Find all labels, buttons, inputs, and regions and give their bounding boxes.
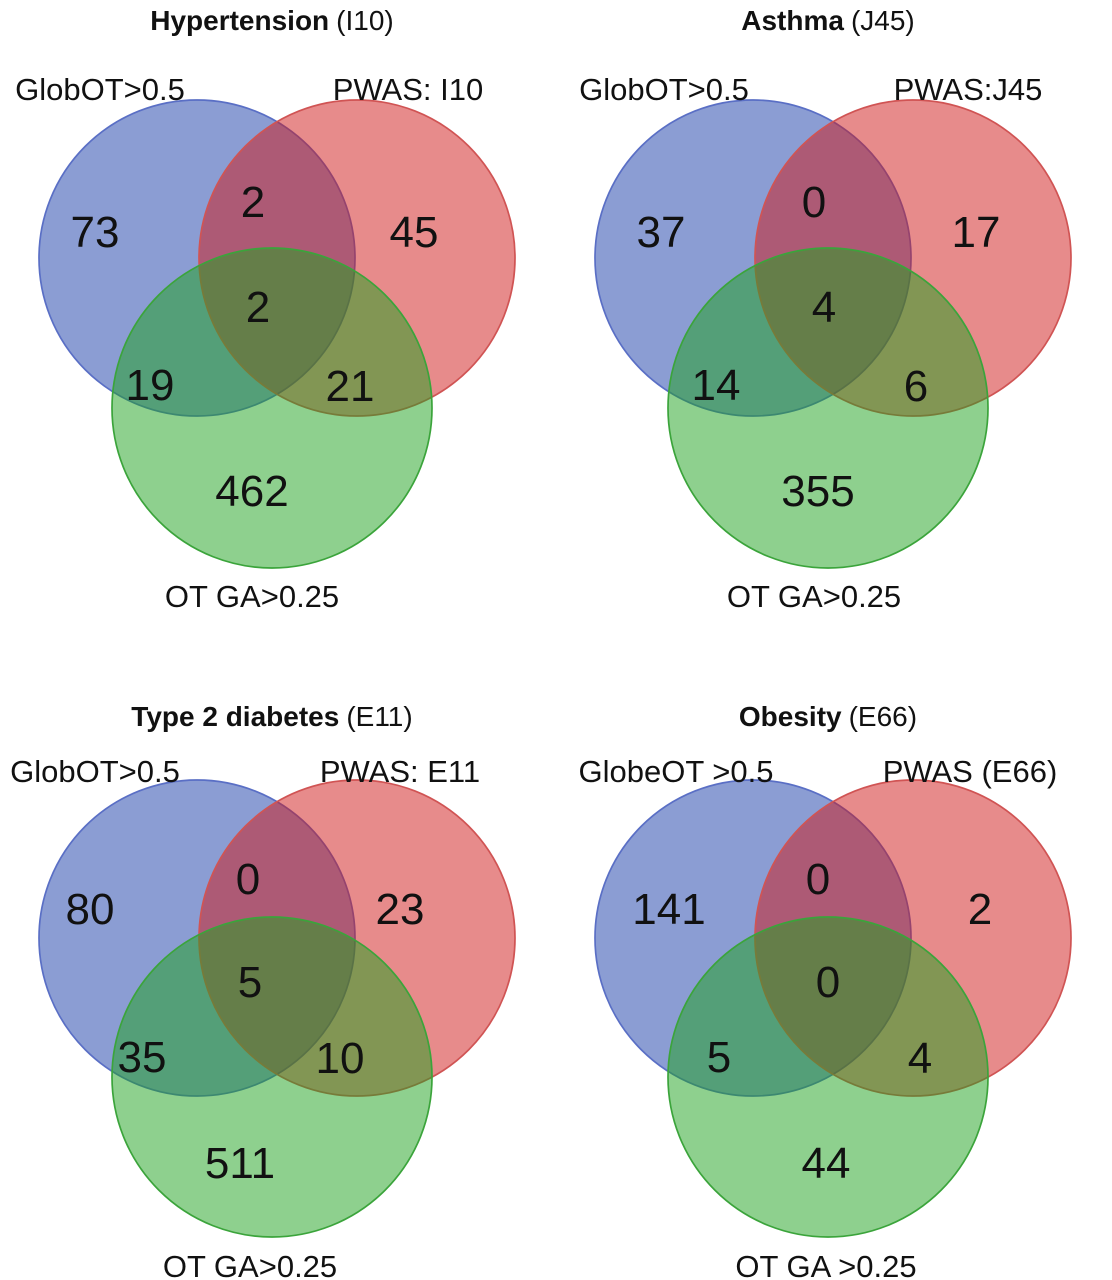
set-label-globot: GlobOT>0.5 xyxy=(15,72,185,107)
count-blue-red: 0 xyxy=(802,178,826,227)
venn-type2-diabetes-svg: Type 2 diabetes(E11) GlobOT>0.5 PWAS: E1… xyxy=(10,701,516,1280)
venn-hypertension: Hypertension(I10) GlobOT>0.5 PWAS: I10 O… xyxy=(0,0,556,640)
set-circle-otga xyxy=(667,916,989,1238)
venn-type2-diabetes: Type 2 diabetes(E11) GlobOT>0.5 PWAS: E1… xyxy=(0,680,556,1280)
count-blue-red: 0 xyxy=(236,855,260,904)
set-label-globot: GlobeOT >0.5 xyxy=(578,754,773,789)
set-circle-otga xyxy=(667,247,989,569)
count-red-green: 10 xyxy=(316,1034,365,1083)
count-green-only: 355 xyxy=(781,467,854,516)
count-green-only: 462 xyxy=(215,467,288,516)
set-label-otga: OT GA>0.25 xyxy=(165,579,339,614)
count-blue-green: 19 xyxy=(126,361,175,410)
chart-title-disease: Hypertension xyxy=(150,5,329,36)
set-label-pwas: PWAS (E66) xyxy=(883,754,1058,789)
venn-obesity-svg: Obesity(E66) GlobeOT >0.5 PWAS (E66) OT … xyxy=(578,701,1072,1280)
set-label-otga: OT GA>0.25 xyxy=(163,1249,337,1280)
venn-obesity: Obesity(E66) GlobeOT >0.5 PWAS (E66) OT … xyxy=(556,680,1112,1280)
count-center: 2 xyxy=(246,283,270,332)
set-label-globot: GlobOT>0.5 xyxy=(10,754,180,789)
count-center: 0 xyxy=(816,958,840,1007)
chart-title-code: (J45) xyxy=(851,5,915,36)
chart-title-disease: Asthma xyxy=(741,5,844,36)
count-blue-green: 5 xyxy=(707,1033,731,1082)
chart-title-code: (E11) xyxy=(346,701,412,732)
set-label-pwas: PWAS: I10 xyxy=(333,72,483,107)
set-label-globot: GlobOT>0.5 xyxy=(579,72,749,107)
count-red-only: 17 xyxy=(952,208,1001,257)
chart-title: Hypertension(I10) xyxy=(150,5,394,36)
chart-title-code: (E66) xyxy=(849,701,917,732)
count-green-only: 44 xyxy=(802,1139,851,1188)
chart-title-disease: Obesity xyxy=(739,701,842,732)
count-red-only: 45 xyxy=(390,208,439,257)
venn-asthma-svg: Asthma(J45) GlobOT>0.5 PWAS:J45 OT GA>0.… xyxy=(579,5,1072,614)
count-red-only: 2 xyxy=(968,885,992,934)
count-blue-only: 141 xyxy=(632,885,705,934)
count-blue-only: 37 xyxy=(637,208,686,257)
venn-hypertension-svg: Hypertension(I10) GlobOT>0.5 PWAS: I10 O… xyxy=(15,5,516,614)
count-blue-red: 2 xyxy=(241,178,265,227)
count-blue-only: 80 xyxy=(66,885,115,934)
count-blue-only: 73 xyxy=(71,208,120,257)
count-red-green: 6 xyxy=(904,362,928,411)
count-red-only: 23 xyxy=(376,885,425,934)
count-blue-green: 14 xyxy=(692,361,741,410)
count-blue-green: 35 xyxy=(118,1033,167,1082)
set-circle-otga xyxy=(111,916,433,1238)
chart-title: Obesity(E66) xyxy=(739,701,917,732)
count-center: 4 xyxy=(812,283,836,332)
set-label-otga: OT GA >0.25 xyxy=(735,1249,916,1280)
chart-title: Type 2 diabetes(E11) xyxy=(131,701,412,732)
chart-title: Asthma(J45) xyxy=(741,5,915,36)
count-green-only: 511 xyxy=(205,1139,275,1188)
count-blue-red: 0 xyxy=(806,855,830,904)
count-red-green: 21 xyxy=(326,362,375,411)
count-center: 5 xyxy=(238,958,262,1007)
set-label-pwas: PWAS: E11 xyxy=(320,754,480,789)
count-red-green: 4 xyxy=(908,1034,932,1083)
set-label-otga: OT GA>0.25 xyxy=(727,579,901,614)
chart-title-disease: Type 2 diabetes xyxy=(131,701,339,732)
venn-asthma: Asthma(J45) GlobOT>0.5 PWAS:J45 OT GA>0.… xyxy=(556,0,1112,640)
set-label-pwas: PWAS:J45 xyxy=(894,72,1043,107)
chart-title-code: (I10) xyxy=(336,5,394,36)
set-circle-otga xyxy=(111,247,433,569)
